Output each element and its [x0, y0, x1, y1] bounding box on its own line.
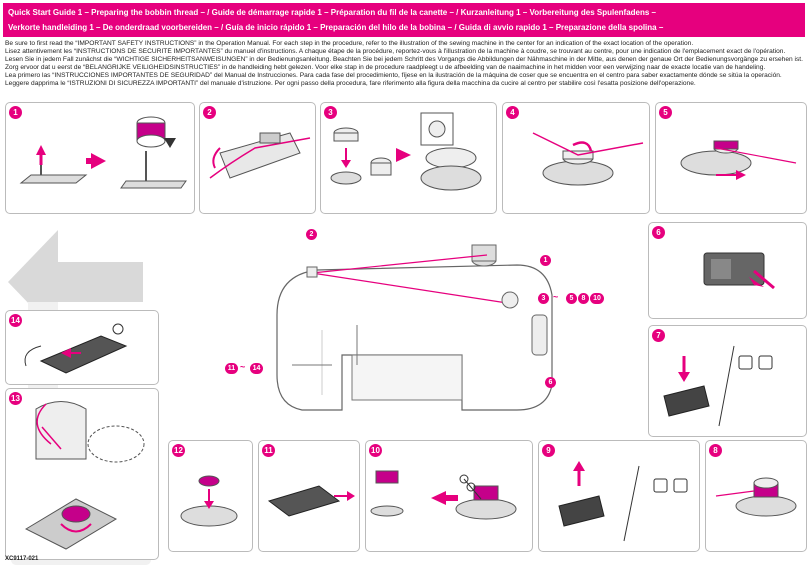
step-11-panel: 11	[258, 440, 360, 552]
step-1-panel: 1	[5, 102, 195, 214]
step-11-badge: 11	[262, 444, 275, 457]
cut-thread-remove-bobbin-illustration	[370, 470, 517, 520]
bobbin-onto-winder-illustration	[330, 112, 482, 191]
power-switch-illustration	[703, 252, 775, 290]
step-6-panel: 6	[648, 222, 807, 319]
step-7-badge: 7	[652, 329, 665, 342]
step-10-badge: 10	[369, 444, 382, 457]
thread-bobbin-case-illustration	[24, 401, 145, 550]
step-8-panel: 8	[705, 440, 807, 552]
callout-10: 10	[590, 293, 604, 304]
step-14-panel: 14	[5, 310, 159, 385]
attach-bobbin-cover-illustration	[24, 323, 128, 374]
step-14-badge: 14	[9, 314, 22, 327]
callout-14: 14	[250, 363, 263, 374]
step-2-panel: 2	[199, 102, 316, 214]
callout-8: 8	[578, 293, 589, 304]
intro-nl: Zorg ervoor dat u eerst de “BELANGRIJKE …	[5, 63, 766, 71]
callout-1: 1	[540, 255, 551, 266]
intro-fr: Lisez attentivement les “INSTRUCTIONS DE…	[5, 47, 786, 55]
wind-thread-illustration	[532, 132, 644, 186]
callout-tilde-range: ~	[553, 292, 559, 302]
callout-tilde-range-2: ~	[240, 362, 246, 372]
sewing-machine-illustration	[276, 244, 553, 411]
safety-intro: Be sure to first read the “IMPORTANT SAF…	[5, 40, 803, 87]
step-9-panel: 9	[538, 440, 700, 552]
step-13-panel: 13	[5, 388, 159, 560]
step-9-badge: 9	[542, 444, 555, 457]
intro-de: Lesen Sie in jedem Fall zunächst die “WI…	[5, 55, 803, 63]
intro-en: Be sure to first read the “IMPORTANT SAF…	[5, 40, 694, 47]
step-4-badge: 4	[506, 106, 519, 119]
document-code: XC9117-021	[5, 556, 39, 562]
wound-bobbin-illustration	[715, 477, 797, 517]
thread-guide-illustration	[209, 132, 311, 179]
step-3-badge: 3	[324, 106, 337, 119]
step-12-panel: 12	[168, 440, 253, 552]
intro-it: Leggere dapprima le “ISTRUZIONI DI SICUR…	[5, 79, 696, 87]
callout-2: 2	[306, 229, 317, 240]
step-7-panel: 7	[648, 325, 807, 437]
intro-es: Lea primero las “INSTRUCCIONES IMPORTANT…	[5, 71, 782, 79]
step-12-badge: 12	[172, 444, 185, 457]
step-3-panel: 3	[320, 102, 497, 214]
callout-3: 3	[538, 293, 549, 304]
insert-bobbin-illustration	[180, 475, 238, 527]
step-5-badge: 5	[659, 106, 672, 119]
remove-bobbin-cover-illustration	[267, 485, 355, 517]
step-5-panel: 5	[655, 102, 807, 214]
callout-5: 5	[566, 293, 577, 304]
step-2-badge: 2	[203, 106, 216, 119]
step-6-badge: 6	[652, 226, 665, 239]
callout-6: 6	[545, 377, 556, 388]
foot-controller-illustration	[663, 345, 773, 427]
push-bobbin-right-illustration	[680, 140, 797, 180]
step-13-badge: 13	[9, 392, 22, 405]
release-foot-controller-illustration	[558, 461, 688, 542]
step-4-panel: 4	[502, 102, 650, 214]
step-8-badge: 8	[709, 444, 722, 457]
title-line-2: Verkorte handleiding 1 – De onderdraad v…	[8, 23, 664, 32]
callout-11: 11	[225, 363, 238, 374]
title-banner: Quick Start Guide 1 – Preparing the bobb…	[3, 3, 805, 37]
step-1-badge: 1	[9, 106, 22, 119]
spool-pin-illustration	[19, 116, 187, 189]
step-10-panel: 10	[365, 440, 533, 552]
title-line-1: Quick Start Guide 1 – Preparing the bobb…	[8, 8, 657, 17]
